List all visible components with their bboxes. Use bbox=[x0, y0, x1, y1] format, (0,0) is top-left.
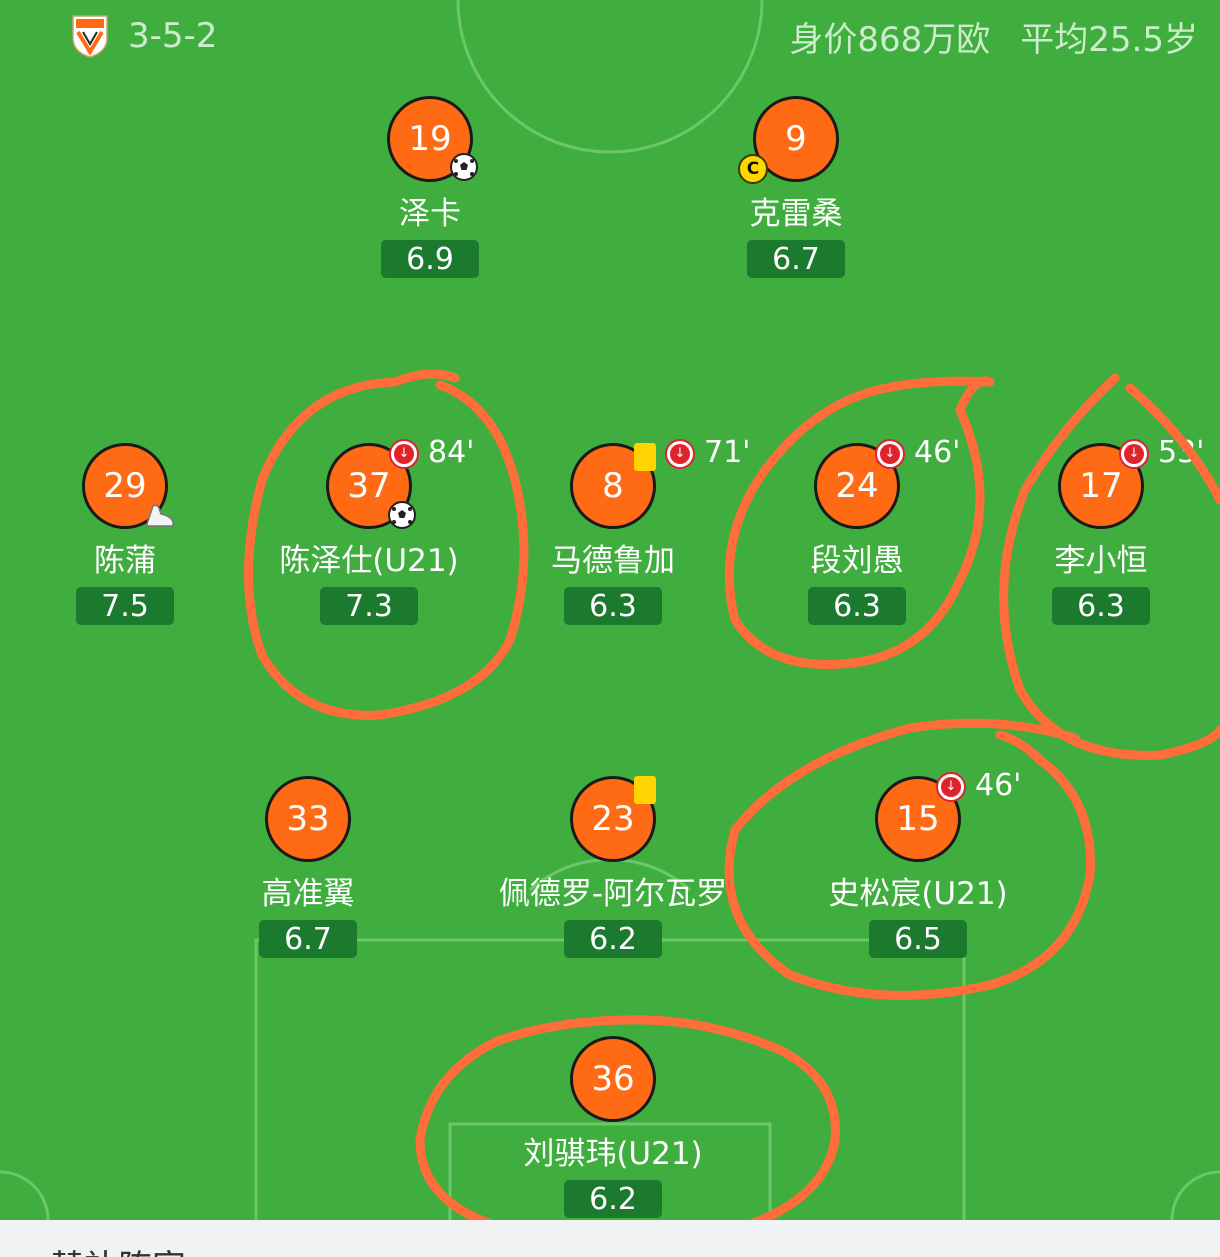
sub-off-icon: ↓ bbox=[389, 439, 419, 469]
sub-off-icon: ↓ bbox=[665, 439, 695, 469]
player-name: 陈泽仕(U21) bbox=[279, 543, 459, 579]
player-rating: 6.9 bbox=[381, 240, 479, 278]
assist-boot-icon bbox=[143, 500, 175, 530]
sub-off-icon: ↓ bbox=[936, 772, 966, 802]
formation-header: 3-5-2 bbox=[70, 14, 217, 58]
pitch: 3-5-2 身价868万欧 平均25.5岁 19 泽卡 6.9 9 C 克雷桑 … bbox=[0, 0, 1220, 1220]
player-rating: 7.3 bbox=[320, 587, 418, 625]
team-stats: 身价868万欧 平均25.5岁 bbox=[759, 14, 1198, 60]
player-number: 36 bbox=[570, 1036, 656, 1122]
sub-minute: 84' bbox=[428, 435, 475, 470]
captain-badge-icon: C bbox=[738, 154, 768, 184]
player-rating: 6.3 bbox=[1052, 587, 1150, 625]
sub-minute: 46' bbox=[975, 768, 1022, 803]
yellow-card-icon bbox=[634, 776, 656, 804]
sub-off-icon: ↓ bbox=[1119, 439, 1149, 469]
player-rating: 6.7 bbox=[259, 920, 357, 958]
player-name: 段刘愚 bbox=[810, 543, 904, 579]
player-name: 泽卡 bbox=[399, 196, 461, 232]
player-rating: 6.5 bbox=[869, 920, 967, 958]
player-rating: 6.3 bbox=[808, 587, 906, 625]
player-rating: 6.3 bbox=[564, 587, 662, 625]
player-number: 19 bbox=[387, 96, 473, 182]
player-rating: 6.7 bbox=[747, 240, 845, 278]
sub-off-icon: ↓ bbox=[875, 439, 905, 469]
club-badge-icon bbox=[70, 14, 110, 58]
player-rating: 7.5 bbox=[76, 587, 174, 625]
sub-minute: 46' bbox=[914, 435, 961, 470]
yellow-card-icon bbox=[634, 443, 656, 471]
section-title: 替补阵容 bbox=[50, 1240, 186, 1257]
player-name: 佩德罗-阿尔瓦罗 bbox=[498, 876, 728, 912]
player-number: 9 bbox=[753, 96, 839, 182]
player-name: 克雷桑 bbox=[749, 196, 843, 232]
formation-label: 3-5-2 bbox=[128, 16, 218, 56]
goal-ball-icon bbox=[450, 153, 478, 181]
goal-ball-icon bbox=[388, 501, 416, 529]
team-value: 身价868万欧 bbox=[789, 19, 991, 60]
substitutes-section-header[interactable]: 替补阵容 bbox=[0, 1220, 1220, 1257]
player-name: 刘骐玮(U21) bbox=[523, 1136, 703, 1172]
player-name: 史松宸(U21) bbox=[828, 876, 1008, 912]
player-rating: 6.2 bbox=[564, 920, 662, 958]
player-name: 高准翼 bbox=[261, 876, 355, 912]
team-avg-age: 平均25.5岁 bbox=[1020, 19, 1198, 60]
player-name: 马德鲁加 bbox=[551, 543, 675, 579]
player-rating: 6.2 bbox=[564, 1180, 662, 1218]
player-number: 33 bbox=[265, 776, 351, 862]
player-name: 陈蒲 bbox=[94, 543, 156, 579]
sub-minute: 53' bbox=[1158, 435, 1205, 470]
sub-minute: 71' bbox=[704, 435, 751, 470]
player-name: 李小恒 bbox=[1054, 543, 1148, 579]
